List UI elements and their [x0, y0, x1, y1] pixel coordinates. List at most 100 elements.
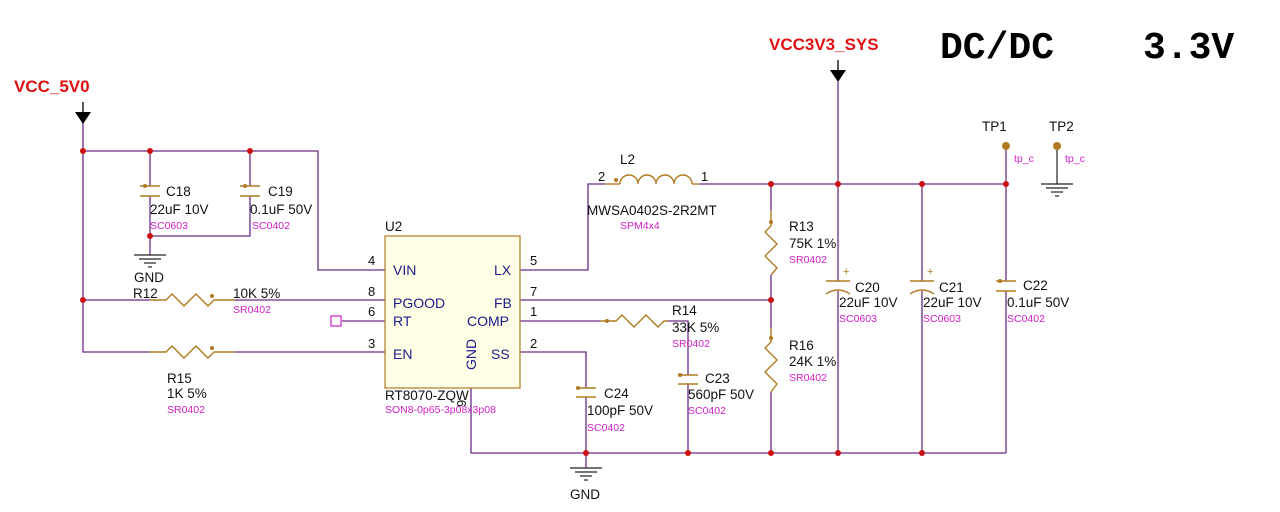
component-value: 1K 5% [167, 386, 207, 401]
cap-curved-plate-icon [825, 289, 851, 295]
resistor-r13[interactable]: R13 75K 1% SR0402 [764, 210, 836, 276]
junction-dot [919, 450, 925, 456]
testpoint-pad-icon [1053, 142, 1061, 150]
net-vcc-5v0: VCC_5V0 [14, 77, 91, 124]
resistor-r15[interactable]: R15 1K 5% SR0402 [150, 345, 235, 416]
pin-number: 4 [368, 253, 375, 268]
polarity-dot-icon [210, 294, 214, 298]
pin-number: 6 [368, 304, 375, 319]
junction-dot [80, 148, 86, 154]
component-ref: C19 [268, 184, 293, 199]
ic-part: RT8070-ZQW [385, 388, 469, 403]
gnd-symbol-output: GND [570, 467, 602, 502]
pin-number: 5 [530, 253, 537, 268]
resistor-r16[interactable]: R16 24K 1% SR0402 [764, 328, 836, 393]
ic-u2[interactable]: U2 RT8070-ZQW SON8-0p65-3p08x3p08 4 VIN … [368, 219, 537, 416]
cap-curved-plate-icon [909, 289, 935, 295]
no-connect-marker [330, 315, 342, 327]
testpoint-ref: TP1 [982, 119, 1007, 134]
component-ref: C24 [604, 386, 629, 401]
cap-c18[interactable]: C18 22uF 10V SC0603 [140, 184, 209, 232]
cap-c23[interactable]: C23 560pF 50V SC0402 [678, 371, 754, 417]
component-value: 22uF 10V [923, 295, 982, 310]
junction-dot [80, 297, 86, 303]
component-footprint: SC0402 [688, 405, 726, 417]
resistor-r14[interactable]: R14 33K 5% SR0402 [600, 303, 719, 350]
wire-lx [520, 183, 605, 271]
component-value: 560pF 50V [688, 387, 754, 402]
resistor-zigzag-icon [150, 293, 235, 307]
component-value: 22uF 10V [150, 202, 209, 217]
component-footprint: SPM4x4 [620, 220, 660, 232]
cap-c21[interactable]: + C21 22uF 10V SC0603 [909, 266, 982, 325]
pin-number: 3 [368, 336, 375, 351]
pin-name-lx: LX [494, 262, 512, 278]
resistor-r12[interactable]: R12 10K 5% SR0402 [133, 286, 280, 316]
junction-dot [835, 450, 841, 456]
component-value: 0.1uF 50V [250, 202, 312, 217]
junction-dot [685, 450, 691, 456]
plus-sign-icon: + [927, 266, 933, 278]
component-value: 75K 1% [789, 236, 836, 251]
resistor-zigzag-icon [600, 314, 668, 328]
component-value: 24K 1% [789, 354, 836, 369]
polarity-dot-icon [998, 279, 1002, 283]
component-footprint: SC0603 [923, 313, 961, 325]
junction-dot [583, 450, 589, 456]
component-value: MWSA0402S-2R2MT [587, 203, 717, 218]
junction-dot [768, 297, 774, 303]
wire-vin-vertical [82, 118, 150, 353]
testpoint-pad-icon [1002, 142, 1010, 150]
testpoint-tp1[interactable]: TP1 tp_c [982, 119, 1034, 165]
pin-name-vin: VIN [393, 262, 416, 278]
testpoint-ref: TP2 [1049, 119, 1074, 134]
title-voltage: 3.3V [1143, 27, 1234, 70]
cap-c22[interactable]: C22 0.1uF 50V SC0402 [996, 278, 1069, 325]
pin-number: 2 [530, 336, 537, 351]
cap-c19[interactable]: C19 0.1uF 50V SC0402 [240, 184, 312, 232]
component-value: 100pF 50V [587, 403, 653, 418]
component-footprint: SR0402 [789, 372, 827, 384]
component-value: 10K 5% [233, 286, 280, 301]
polarity-dot-icon [210, 346, 214, 350]
polarity-dot-icon [243, 184, 247, 188]
component-footprint: SC0402 [252, 220, 290, 232]
component-footprint: SR0402 [789, 254, 827, 266]
junction-dot [919, 181, 925, 187]
junction-dot [835, 181, 841, 187]
pin-number: 2 [598, 169, 605, 184]
inductor-l2[interactable]: L2 2 1 MWSA0402S-2R2MT SPM4x4 [587, 152, 717, 232]
wire-c23-top [668, 320, 689, 375]
plus-sign-icon: + [843, 266, 849, 278]
net-label-vcc3v3-sys: VCC3V3_SYS [769, 35, 879, 54]
polarity-dot-icon [143, 184, 147, 188]
pin-name-comp: COMP [467, 313, 509, 329]
power-arrow-icon [830, 70, 846, 82]
component-ref: R13 [789, 219, 814, 234]
gnd-symbol-input: GND [134, 254, 166, 285]
component-ref: C20 [855, 280, 880, 295]
pin-name-ss: SS [491, 346, 510, 362]
net-vcc3v3-sys: VCC3V3_SYS [769, 35, 879, 82]
pin-name-en: EN [393, 346, 412, 362]
pin-number: 1 [701, 169, 708, 184]
polarity-dot-icon [769, 336, 773, 340]
testpoint-tp2[interactable]: TP2 tp_c [1049, 119, 1085, 165]
net-label-vcc-5v0: VCC_5V0 [14, 77, 90, 96]
junctions [80, 148, 1009, 456]
polarity-dot-icon [614, 178, 618, 182]
cap-c24[interactable]: C24 100pF 50V SC0402 [576, 386, 653, 434]
polarity-dot-icon [769, 220, 773, 224]
wire-ss [520, 351, 587, 388]
component-ref: C22 [1023, 278, 1048, 293]
wire-input-cap-bottom [149, 196, 251, 237]
testpoint-footprint: tp_c [1014, 153, 1034, 165]
resistor-zigzag-icon [764, 210, 778, 276]
testpoint-footprint: tp_c [1065, 153, 1085, 165]
component-footprint: SC0603 [150, 220, 188, 232]
junction-dot [768, 181, 774, 187]
wires [82, 82, 1007, 468]
ic-body [384, 235, 521, 389]
pin-number: 1 [530, 304, 537, 319]
cap-c20[interactable]: + C20 22uF 10V SC0603 [825, 266, 898, 325]
